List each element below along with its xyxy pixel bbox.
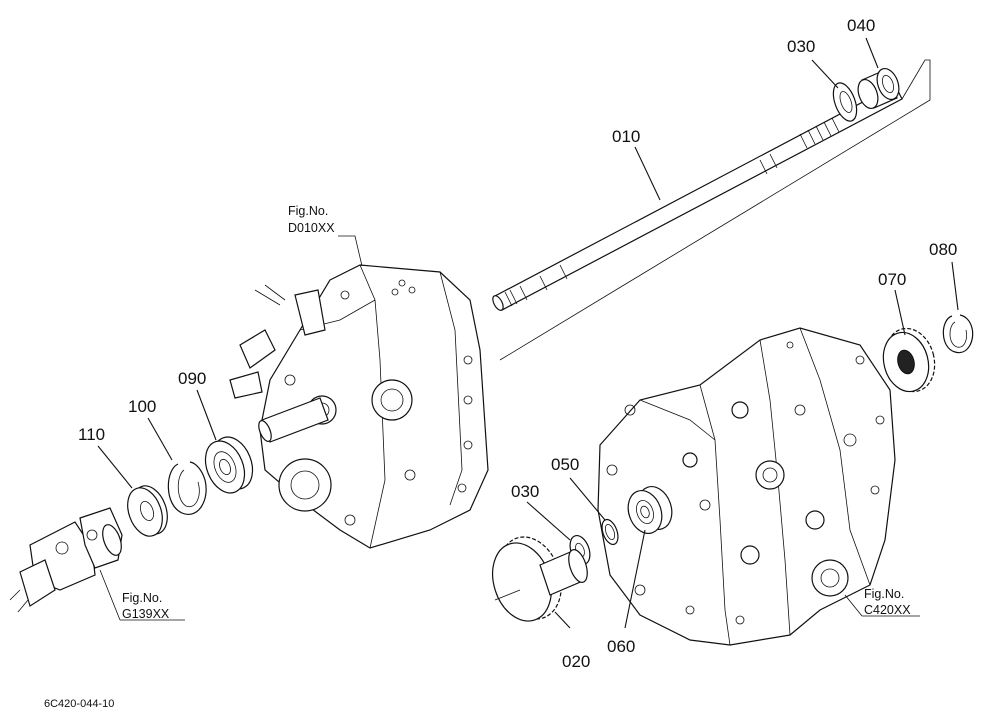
leader-lines — [97, 37, 959, 629]
snap-ring-080 — [942, 314, 974, 354]
callout-030-lower: 030 — [511, 482, 539, 501]
callout-100: 100 — [128, 397, 156, 416]
fig-ref-d010-line2: D010XX — [288, 221, 335, 235]
callout-020: 020 — [562, 652, 590, 671]
gear-070 — [882, 327, 936, 393]
transmission-case — [597, 327, 896, 646]
bearing-090 — [204, 436, 254, 494]
snap-ring-100 — [167, 461, 207, 516]
figure-reference-d010[interactable]: Fig.No. D010XX — [288, 204, 335, 235]
callout-110: 110 — [78, 425, 105, 444]
diagram-code: 6C420-044-10 — [44, 698, 114, 710]
fig-ref-g139-line1: Fig.No. — [122, 591, 162, 605]
figure-reference-c420[interactable]: Fig.No. C420XX — [864, 587, 911, 617]
callout-090: 090 — [178, 369, 206, 388]
callout-040: 040 — [847, 16, 875, 35]
callout-060: 060 — [607, 637, 635, 656]
washer-110 — [127, 485, 168, 537]
shaft-010 — [492, 59, 931, 361]
fig-ref-g139-line2: G139XX — [122, 607, 170, 621]
callout-050: 050 — [551, 455, 579, 474]
callout-labels: 010 020 030 030 040 050 060 070 080 090 … — [78, 16, 957, 671]
callout-070: 070 — [878, 270, 906, 289]
figure-reference-g139[interactable]: Fig.No. G139XX — [122, 591, 170, 621]
fig-ref-c420-line2: C420XX — [864, 603, 911, 617]
front-housing-assembly — [229, 264, 489, 549]
washer-030-upper — [832, 82, 858, 122]
gear-020 — [492, 536, 588, 622]
fig-ref-c420-line1: Fig.No. — [864, 587, 904, 601]
callout-010: 010 — [612, 127, 640, 146]
universal-joint — [9, 507, 123, 613]
callout-080: 080 — [929, 240, 957, 259]
snap-ring-050 — [601, 518, 619, 546]
callout-030-upper: 030 — [787, 37, 815, 56]
bushing-040 — [857, 67, 900, 110]
bearing-060 — [627, 486, 673, 534]
fig-ref-d010-line1: Fig.No. — [288, 204, 328, 218]
